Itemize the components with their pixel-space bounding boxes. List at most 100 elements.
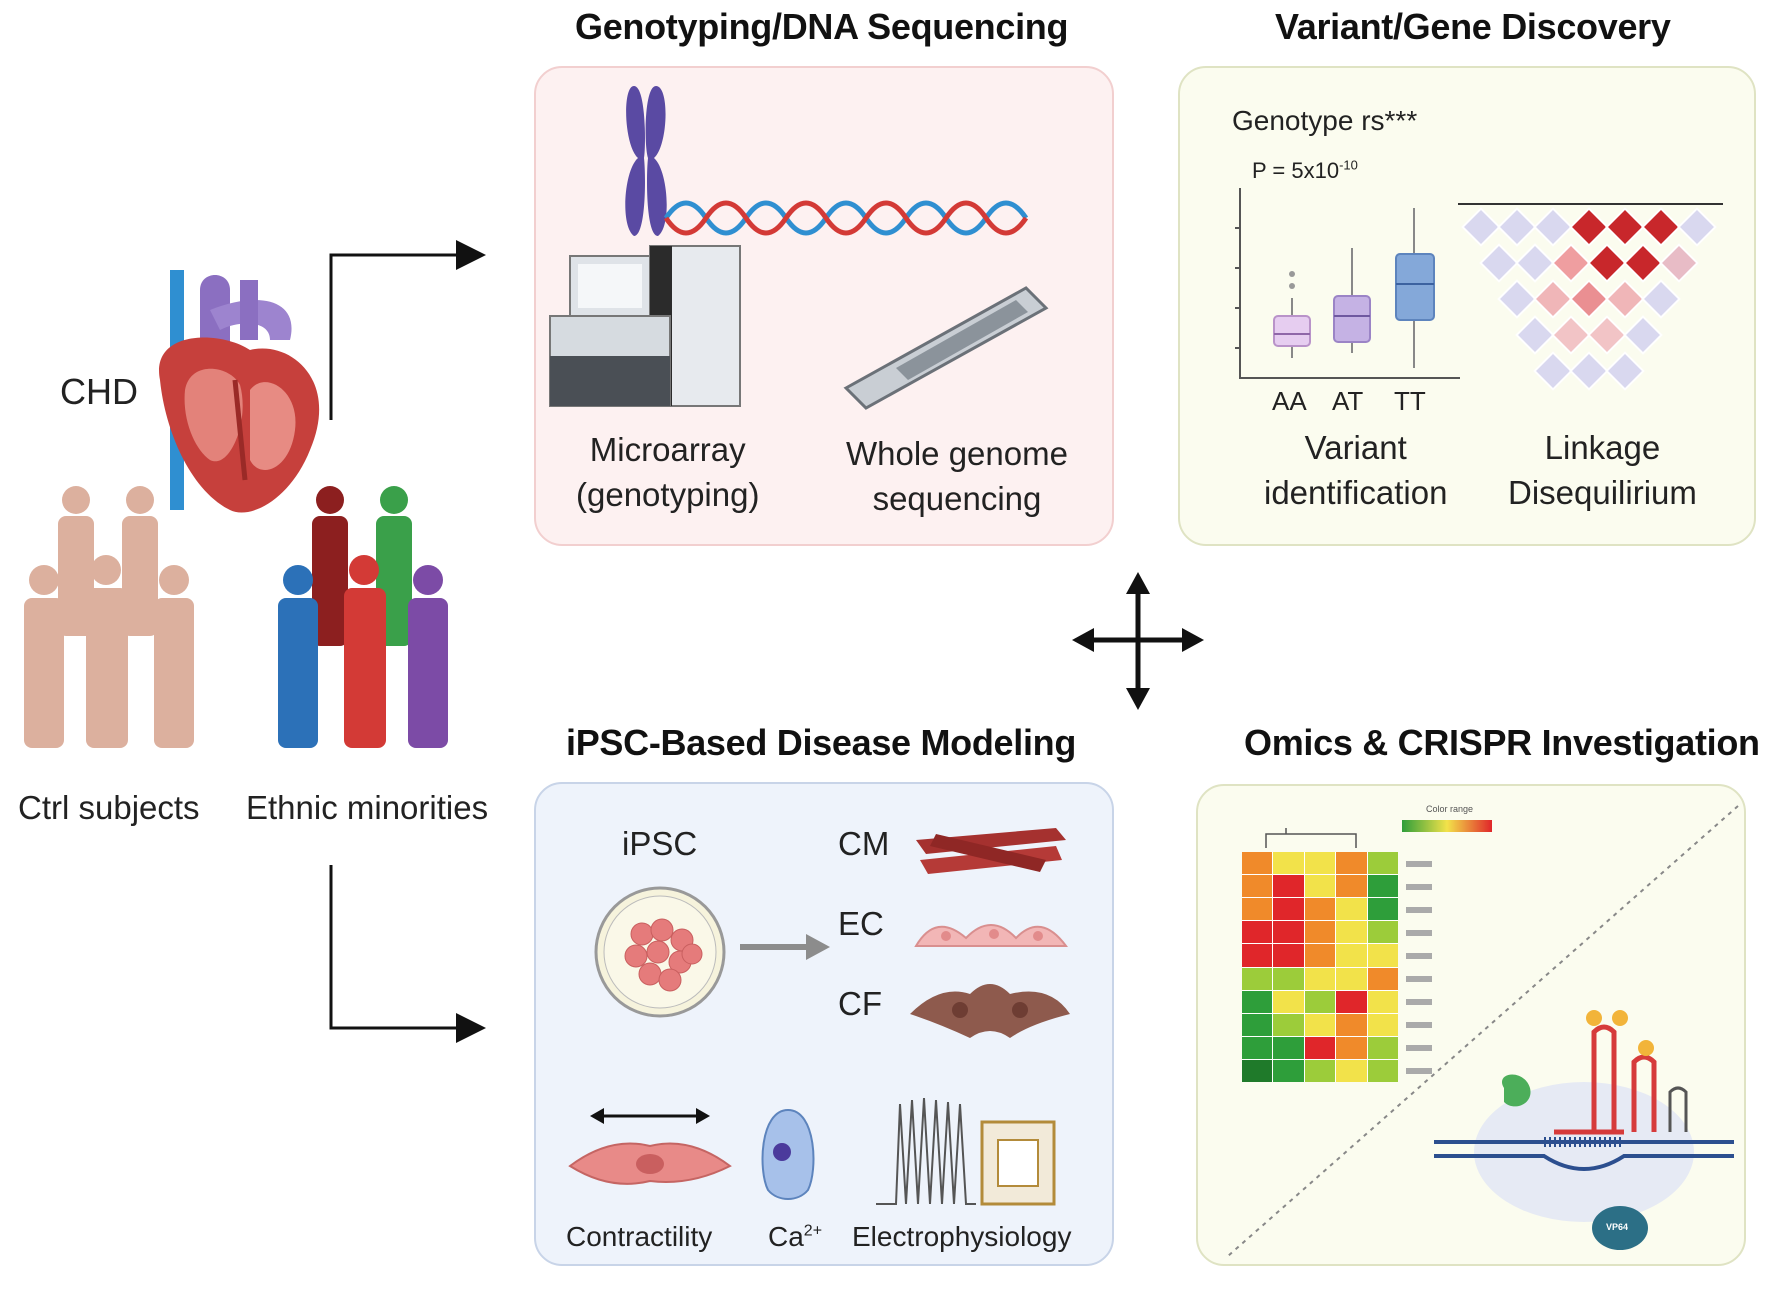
heatmap-cell [1336,852,1367,875]
ctrl-subjects-icon [24,486,194,748]
ipsc-title: iPSC-Based Disease Modeling [566,722,1077,763]
category-AT: AT [1332,386,1364,416]
arrow-to-ipsc [329,865,486,1043]
plot-title: Genotype rs*** [1232,105,1418,136]
heatmap-cell [1242,1059,1273,1082]
heatmap-cell [1367,1013,1398,1036]
category-AA: AA [1272,386,1307,416]
heatmap-cell [1336,1036,1367,1059]
calcium-superscript: 2+ [803,1222,823,1240]
heatmap-cell [1304,1013,1336,1036]
category-TT: TT [1394,386,1426,416]
heatmap-cell [1304,921,1336,944]
heatmap-cell [1367,944,1398,967]
contractility-label: Contractility [566,1221,713,1252]
heatmap-cell [1367,875,1398,898]
p-value: P = 5x10-10 [1252,156,1358,186]
microarray-line2: (genotyping) [576,475,760,513]
heatmap-cell [1273,875,1304,898]
calcium-cell-icon [761,1108,815,1200]
heatmap-cell [1367,967,1398,990]
dna-helix-icon [663,200,1029,236]
heatmap-cell [1273,944,1304,967]
wgs-label: Whole genome sequencing [846,432,1068,521]
heatmap-cell [1304,1036,1336,1059]
contractility-icon [568,1108,732,1185]
heatmap-cell [1367,1036,1398,1059]
heatmap-cell [1367,898,1398,921]
ethnic-minorities-label: Ethnic minorities [246,789,489,826]
color-range-label: Color range [1426,804,1474,814]
heatmap-cell [1367,921,1398,944]
heatmap-cell [1367,1059,1398,1082]
electrophysiology-label: Electrophysiology [852,1221,1072,1252]
heatmap-cell [1242,967,1273,990]
fibroblast-icon [910,984,1070,1038]
omics-panel: Color range VP64 [1196,784,1746,1266]
heatmap-cell [1336,967,1367,990]
arrow-to-genotyping [329,240,486,420]
differentiation-arrow [740,934,830,960]
sequencing-chip-icon [843,286,1049,410]
electrophysiology-trace-icon [876,1097,1056,1206]
heatmap-cell [1336,1013,1367,1036]
heatmap-cell [1304,1059,1336,1082]
ec-label: EC [838,905,884,942]
heatmap-cell [1304,967,1336,990]
calcium-text: Ca [768,1221,804,1252]
heatmap-cell [1273,898,1304,921]
p-value-exponent: -10 [1339,157,1358,173]
heatmap-cell [1304,990,1336,1013]
microarray-machine-icon [549,245,741,407]
cf-label: CF [838,985,882,1022]
cm-label: CM [838,825,890,862]
heatmap-cell [1273,990,1304,1013]
microarray-label: Microarray (genotyping) [576,428,759,517]
heatmap-cell [1304,944,1336,967]
variant-line1: Variant [1304,429,1407,466]
heatmap-cell [1336,921,1367,944]
ipsc-panel: iPSC CM EC CF [534,782,1114,1266]
heatmap-cell [1242,990,1273,1013]
color-range-bar [1402,820,1492,832]
chd-label: CHD [60,371,138,412]
heatmap-cell [1273,967,1304,990]
variant-identification-label: Variant identification [1264,426,1447,515]
omics-title: Omics & CRISPR Investigation [1244,722,1760,763]
ctrl-subjects-label: Ctrl subjects [18,789,200,826]
heatmap-cell [1242,1036,1273,1059]
genotyping-panel: Microarray (genotyping) Whole genome seq… [534,66,1114,546]
endothelial-cell-icon [914,924,1068,947]
ld-heatmap [1458,203,1723,391]
boxplot [1235,188,1460,379]
heatmap-cell [1304,898,1336,921]
ipsc-label: iPSC [622,825,698,862]
heatmap-cell [1273,852,1304,875]
heatmap-cell [1336,990,1367,1013]
box-TT [1395,208,1435,368]
variant-panel: Genotype rs*** P = 5x10-10 AA AT TT [1178,66,1756,546]
heatmap-cell [1242,921,1273,944]
heatmap-cell [1273,1013,1304,1036]
ld-line2: Disequilirium [1508,473,1697,511]
heatmap-cell [1336,944,1367,967]
heart-icon [159,270,320,513]
ld-line1: Linkage [1544,429,1661,466]
vp64-label: VP64 [1606,1222,1629,1232]
wgs-line2: sequencing [872,479,1042,517]
wgs-line1: Whole genome [846,435,1068,472]
heatmap-cell [1367,852,1398,875]
cardiomyocyte-icon [916,828,1066,874]
heatmap-cell [1273,921,1304,944]
heatmap-cell [1304,875,1336,898]
heatmap-cell [1273,1036,1304,1059]
four-way-arrow-icon [1072,572,1204,710]
crispr-complex-icon [1434,1010,1734,1250]
heatmap-cell [1336,875,1367,898]
heatmap-cell [1242,852,1273,875]
petri-dish-icon [594,886,726,1018]
heatmap-cell [1336,898,1367,921]
heatmap-cell [1304,852,1336,875]
heatmap-cell [1367,990,1398,1013]
